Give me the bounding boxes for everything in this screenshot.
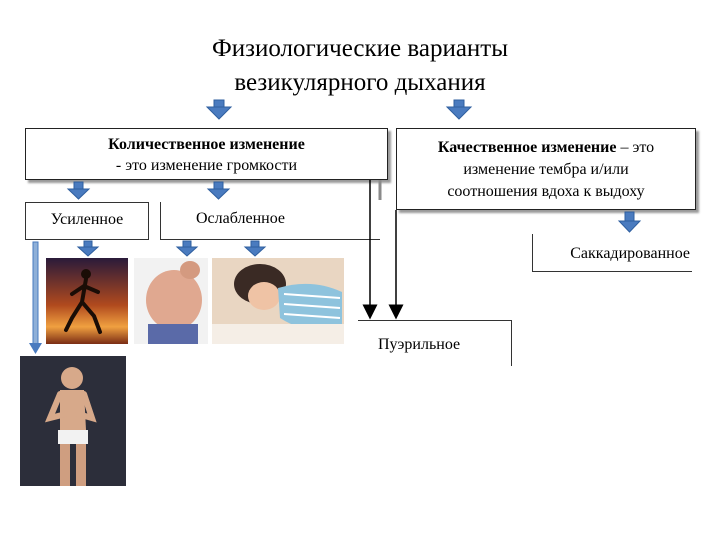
qualitative-line1-rest: – это [616,139,655,156]
weakened-label: Ослабленное [196,210,285,227]
puerile-label: Пуэрильное [378,336,461,353]
runner-photo [46,258,128,344]
enhanced-label: Усиленное [50,211,124,228]
quantitative-to-weakened-arrow [206,181,231,200]
page-title: Физиологические варианты везикулярного д… [0,32,720,100]
puerile-box: Пуэрильное [358,320,512,366]
quantitative-to-enhanced-arrow [66,181,91,200]
overweight-person-photo [134,258,208,344]
quantitative-change-box: Количественное изменение - это изменение… [25,128,388,180]
qualitative-heading: Качественное изменение [437,139,617,156]
weakened-to-photo2-arrow [243,240,267,257]
thin-man-photo [20,356,126,486]
saccadic-box: Саккадированное [532,234,692,272]
weakened-box: Ослабленное [160,202,380,240]
weakened-to-photo1-arrow [175,240,199,257]
quantitative-heading: Количественное изменение [108,136,305,153]
qualitative-change-box: Качественное изменение – это изменение т… [396,128,696,210]
title-to-quantitative-arrow [205,99,233,120]
sleeping-woman-photo [212,258,344,344]
saccadic-label: Саккадированное [570,245,690,262]
qualitative-to-saccadic-arrow [617,211,642,233]
enhanced-to-photo-arrow [29,241,42,354]
quantitative-to-puerile-connector [362,180,382,320]
qualitative-line-3: соотношения вдоха к выдоху [447,183,645,200]
title-to-qualitative-arrow [445,99,473,120]
quantitative-subtext: - это изменение громкости [115,157,298,174]
qualitative-line-2: изменение тембра и/или [463,161,629,178]
enhanced-to-runner-arrow [76,240,100,257]
enhanced-box: Усиленное [25,202,149,240]
title-line-2: везикулярного дыхания [234,69,486,96]
title-line-1: Физиологические варианты [211,35,509,62]
